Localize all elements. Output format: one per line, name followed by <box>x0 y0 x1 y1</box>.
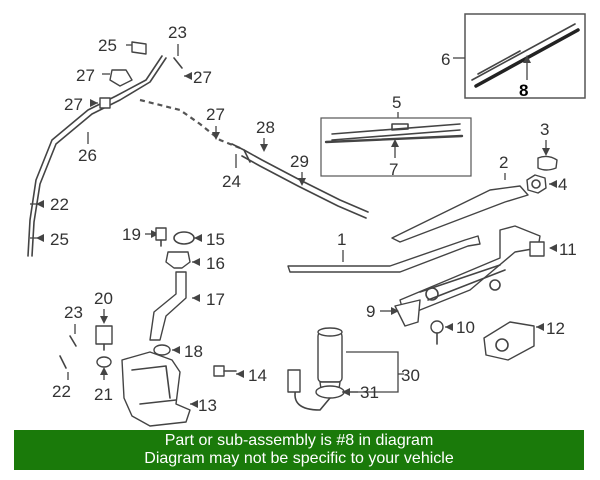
callout-8: 8 <box>519 81 528 100</box>
callout-30: 27 <box>76 66 95 85</box>
washer-pump: 30 31 <box>287 327 420 411</box>
callout-21: 21 <box>94 385 113 404</box>
washer-motor-parts: 20 21 23 22 <box>52 289 113 404</box>
callout-7: 7 <box>389 160 398 179</box>
callout-15: 15 <box>206 230 225 249</box>
callout-33: 30 <box>401 366 420 385</box>
callout-17: 17 <box>206 290 225 309</box>
callout-3: 3 <box>540 120 549 139</box>
parts-diagram: 8 6 5 7 3 4 2 1 <box>27 13 586 427</box>
callout-2: 2 <box>499 153 508 172</box>
callout-22b: 22 <box>52 382 71 401</box>
callout-28: 25 <box>98 36 117 55</box>
callout-24: 24 <box>222 172 241 191</box>
callout-26: 26 <box>78 146 97 165</box>
callout-25: 25 <box>50 230 69 249</box>
callout-18: 18 <box>184 342 203 361</box>
callout-5: 5 <box>392 93 401 112</box>
callout-13: 13 <box>198 396 217 415</box>
wiper-arm-1: 1 <box>287 230 481 273</box>
callout-4: 4 <box>558 175 567 194</box>
callout-9: 9 <box>366 302 375 321</box>
callout-19: 19 <box>122 225 141 244</box>
notice-line-2: Diagram may not be specific to your vehi… <box>144 450 454 467</box>
callout-27: 27 <box>193 68 212 87</box>
callout-34: 31 <box>360 383 379 402</box>
washer-hose-routing: 25 23 27 27 27 26 27 28 24 29 22 25 <box>27 23 369 257</box>
callout-10: 10 <box>456 318 475 337</box>
callout-31: 28 <box>256 118 275 137</box>
notice-banner: Part or sub-assembly is #8 in diagram Di… <box>14 430 584 470</box>
inset-part-8: 8 6 <box>441 13 586 100</box>
blade-assembly: 5 7 <box>320 93 472 179</box>
callout-23b: 23 <box>64 303 83 322</box>
callout-23: 23 <box>168 23 187 42</box>
wiper-linkage: 9 11 10 12 <box>366 225 577 361</box>
callout-20: 20 <box>94 289 113 308</box>
callout-1: 1 <box>337 230 346 249</box>
callout-12: 12 <box>546 319 565 338</box>
callout-27b: 27 <box>206 105 225 124</box>
callout-6: 6 <box>441 50 450 69</box>
callout-22: 22 <box>50 195 69 214</box>
callout-29: 27 <box>64 95 83 114</box>
callout-11: 11 <box>559 240 577 259</box>
callout-32: 29 <box>290 152 309 171</box>
callout-16: 16 <box>206 254 225 273</box>
wiper-arm-2: 2 <box>391 153 529 243</box>
cap-and-nut: 3 4 <box>526 120 567 194</box>
callout-14: 14 <box>248 366 267 385</box>
washer-reservoir: 19 15 16 17 18 13 14 <box>121 225 267 427</box>
notice-line-1: Part or sub-assembly is #8 in diagram <box>164 432 434 449</box>
